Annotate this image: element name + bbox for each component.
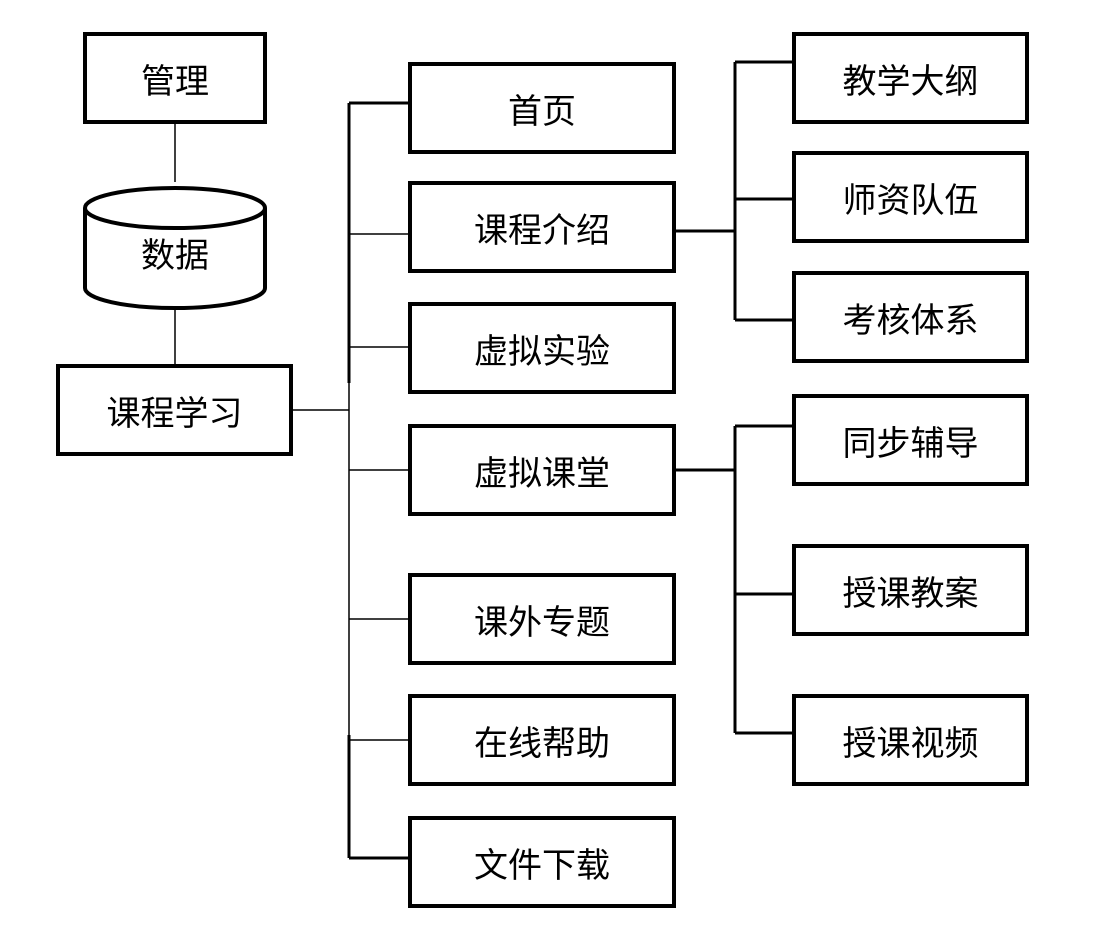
submodule-label: 同步辅导	[842, 423, 979, 464]
module-file-download: 文件下载	[408, 816, 676, 908]
submodule-label: 考核体系	[842, 300, 979, 341]
course-study-label: 课程学习	[106, 393, 243, 434]
database-label: 数据	[141, 236, 209, 276]
module-label: 虚拟实验	[474, 331, 610, 372]
submodule-label: 授课教案	[842, 573, 979, 614]
submodule-lecture-videos: 授课视频	[792, 694, 1029, 786]
module-label: 首页	[508, 91, 576, 132]
module-label: 课外专题	[474, 602, 610, 643]
submodule-label: 师资队伍	[842, 180, 979, 221]
submodule-assessment: 考核体系	[792, 271, 1029, 363]
module-online-help: 在线帮助	[408, 694, 676, 786]
submodule-lesson-plans: 授课教案	[792, 544, 1029, 636]
submodule-sync-tutoring: 同步辅导	[792, 394, 1029, 486]
submodule-label: 授课视频	[842, 723, 979, 764]
module-label: 文件下载	[474, 845, 610, 886]
module-course-intro: 课程介绍	[408, 181, 676, 273]
module-label: 课程介绍	[474, 210, 610, 251]
module-label: 虚拟课堂	[474, 453, 610, 494]
database-cylinder	[83, 186, 267, 310]
management-label: 管理	[141, 61, 209, 102]
module-home: 首页	[408, 62, 676, 154]
module-virtual-lab: 虚拟实验	[408, 302, 676, 394]
management-box: 管理	[83, 32, 267, 124]
submodule-faculty: 师资队伍	[792, 151, 1029, 243]
course-study-box: 课程学习	[56, 364, 293, 456]
submodule-label: 教学大纲	[842, 61, 979, 102]
module-extracurricular-topics: 课外专题	[408, 573, 676, 665]
submodule-syllabus: 教学大纲	[792, 32, 1029, 124]
module-label: 在线帮助	[474, 723, 610, 764]
module-virtual-classroom: 虚拟课堂	[408, 424, 676, 516]
